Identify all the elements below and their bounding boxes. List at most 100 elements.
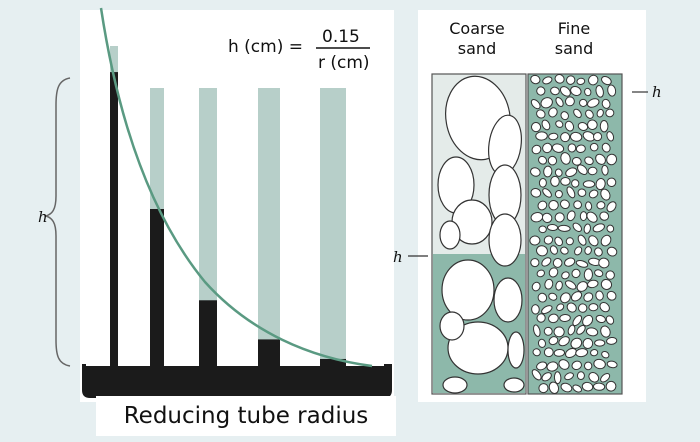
- sand-grain: [571, 179, 580, 188]
- sand-grain: [548, 132, 559, 141]
- sand-grain: [601, 142, 611, 153]
- sand-grain: [529, 235, 541, 246]
- sand-grain: [583, 361, 593, 371]
- sand-grain: [575, 260, 589, 268]
- sand-grain: [555, 280, 563, 291]
- sand-grain: [595, 314, 606, 324]
- sand-grain: [582, 314, 594, 327]
- formula-denominator: r (cm): [318, 53, 370, 73]
- coarse-sand-grains: [437, 75, 525, 394]
- sand-grain: [601, 76, 612, 86]
- height-brace: [43, 77, 71, 367]
- sand-grain: [531, 369, 542, 381]
- sand-grain: [570, 85, 582, 96]
- sand-grain: [556, 303, 565, 312]
- sand-grain: [546, 224, 559, 232]
- sand-grain: [555, 120, 564, 128]
- sand-grain: [606, 290, 617, 301]
- sand-grain: [584, 87, 592, 97]
- sand-grain: [553, 326, 565, 338]
- sand-grain: [588, 235, 599, 247]
- sand-grain: [537, 292, 548, 303]
- sand-grain: [559, 199, 570, 210]
- sand-grain: [553, 348, 566, 357]
- sand-grain: [536, 86, 546, 96]
- sand-grain: [607, 84, 617, 97]
- sand-grain: [594, 269, 604, 278]
- sand-grain: [533, 324, 541, 337]
- sand-grain: [550, 86, 560, 96]
- sand-grain: [560, 382, 573, 393]
- sand-grain: [543, 235, 554, 245]
- sand-grain: [595, 290, 604, 301]
- coarse-sand-label-line2: sand: [458, 39, 496, 58]
- sand-grain: [566, 186, 576, 199]
- sand-grain: [579, 98, 588, 107]
- caption: Reducing tube radius: [96, 396, 396, 436]
- sand-grain: [538, 225, 547, 234]
- sand-grain: [441, 259, 495, 321]
- sand-grain: [585, 109, 594, 119]
- sand-grain: [548, 336, 559, 346]
- sand-grain: [566, 210, 576, 222]
- sand-grain: [543, 347, 554, 358]
- sand-grain: [530, 74, 541, 85]
- sand-grain: [571, 268, 581, 279]
- sand-grain: [531, 304, 540, 315]
- sand-grain: [559, 86, 571, 97]
- sand-grain: [585, 201, 593, 211]
- fine-sand-column: [527, 73, 623, 395]
- sand-grain: [600, 188, 611, 201]
- sand-grain: [582, 337, 594, 349]
- sand-grain: [606, 246, 618, 257]
- sand-grain: [571, 360, 582, 371]
- sand-grain: [536, 269, 545, 278]
- sand-grain: [599, 302, 610, 313]
- sand-grain: [560, 292, 571, 304]
- fine-height-label: h: [652, 83, 662, 101]
- sand-grain: [567, 324, 576, 336]
- sand-grain: [577, 122, 589, 131]
- sand-grain: [530, 167, 541, 177]
- tube-glass: [320, 88, 346, 372]
- sand-grain: [549, 245, 558, 255]
- capillary-tubes: [110, 46, 346, 372]
- sand-grain: [600, 325, 611, 338]
- sand-grain: [581, 381, 594, 392]
- sand-grain: [567, 143, 577, 153]
- sand-grain: [530, 258, 540, 268]
- sand-grain: [560, 152, 571, 165]
- sand-grain: [583, 268, 593, 281]
- sand-grain: [600, 278, 613, 290]
- sand-grain: [554, 212, 565, 223]
- sand-grain: [542, 76, 553, 85]
- sand-grain: [541, 257, 552, 267]
- fine-sand-grains: [529, 74, 618, 394]
- height-radius-curve: [99, 7, 373, 368]
- sand-grain: [606, 360, 618, 369]
- sand-grain: [564, 372, 574, 381]
- sand-grain: [536, 109, 546, 119]
- sand-grain: [605, 380, 617, 392]
- sand-grain: [601, 164, 609, 176]
- sand-grain: [574, 246, 583, 256]
- sand-grain: [595, 153, 606, 165]
- sand-grain: [547, 155, 558, 166]
- sand-grain: [439, 220, 461, 250]
- coarse-sand-label-line1: Coarse: [449, 19, 505, 38]
- sand-grain: [576, 281, 588, 292]
- sand-grain: [587, 166, 598, 176]
- sand-grain: [564, 96, 575, 107]
- sand-grain: [559, 313, 571, 323]
- capillary-tube: [320, 88, 346, 372]
- sand-grain: [606, 131, 615, 142]
- sand-grain: [548, 381, 560, 394]
- sand-grain: [588, 189, 599, 199]
- sand-grain: [605, 315, 615, 325]
- sand-grain: [576, 164, 588, 175]
- sand-grain: [561, 271, 570, 280]
- sand-grain: [552, 258, 563, 268]
- capillary-formula: h (cm) = 0.15 r (cm): [228, 27, 370, 73]
- sand-grain: [493, 277, 523, 323]
